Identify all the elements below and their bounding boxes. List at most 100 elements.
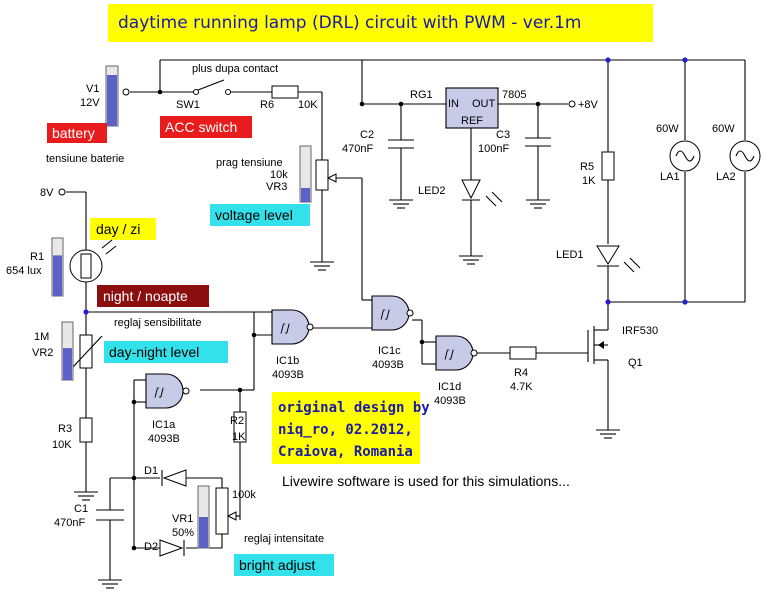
r6-resistor bbox=[271, 85, 299, 99]
ic1b-part: 4093B bbox=[272, 369, 304, 381]
svg-text:⌈⌋: ⌈⌋ bbox=[380, 309, 390, 321]
ic1d-part: 4093B bbox=[434, 395, 466, 407]
d2-label: D2 bbox=[144, 541, 158, 553]
ic1c-gate: ⌈⌋ bbox=[371, 295, 414, 331]
ic1a-label: IC1a bbox=[152, 419, 176, 431]
q1-mosfet-icon bbox=[587, 326, 608, 364]
rg1-label: RG1 bbox=[410, 89, 433, 101]
ic1b-label: IC1b bbox=[276, 355, 299, 367]
vr1-potentiometer bbox=[215, 487, 229, 535]
day-night-tag: day-night level bbox=[109, 344, 199, 360]
svg-text:⌈⌋: ⌈⌋ bbox=[444, 349, 454, 361]
r5-value: 1K bbox=[582, 175, 596, 187]
r6-label: R6 bbox=[260, 99, 274, 111]
ic1c-part: 4093B bbox=[372, 359, 404, 371]
c2-value: 470nF bbox=[342, 143, 373, 155]
plus-contact-label: plus dupa contact bbox=[192, 63, 278, 75]
ground-icon bbox=[98, 579, 122, 589]
vr1-slider-fill bbox=[199, 517, 208, 548]
svg-text:⌈⌋: ⌈⌋ bbox=[154, 387, 164, 399]
ground-icon bbox=[526, 199, 550, 209]
sw1-label: SW1 bbox=[176, 99, 200, 111]
ic1d-gate: ⌈⌋ bbox=[435, 335, 478, 371]
bright-adjust-tag-bg bbox=[234, 554, 334, 576]
ground-icon bbox=[459, 255, 483, 265]
r1-slider-fill bbox=[53, 255, 62, 296]
led1-label: LED1 bbox=[556, 249, 584, 261]
q1-part: IRF530 bbox=[622, 325, 658, 337]
la1-lamp-icon bbox=[669, 140, 701, 172]
battery-subtitle: tensiune baterie bbox=[46, 153, 124, 165]
r3-resistor bbox=[79, 417, 93, 443]
c1-label: C1 bbox=[74, 503, 88, 515]
acc-tag-bg bbox=[160, 116, 252, 138]
vr3-value: 10k bbox=[270, 169, 288, 181]
reg-in-label: IN bbox=[448, 98, 459, 110]
vr3-wiper-icon bbox=[326, 173, 337, 183]
r1-label: R1 bbox=[30, 251, 44, 263]
vr3-label: VR3 bbox=[266, 181, 287, 193]
day-tag: day / zi bbox=[96, 221, 140, 237]
ground-icon bbox=[389, 199, 413, 209]
ic1c-label: IC1c bbox=[378, 345, 401, 357]
vr2-potentiometer bbox=[79, 334, 93, 369]
sw1-switch[interactable] bbox=[193, 79, 231, 95]
r1-ldr-icon bbox=[69, 239, 117, 283]
bright-adjust-tag: bright adjust bbox=[239, 557, 315, 573]
led1-icon bbox=[596, 245, 641, 273]
voltage-level-tag-bg bbox=[210, 204, 310, 226]
credits-line3: Craiova, Romania bbox=[278, 444, 413, 460]
r4-resistor bbox=[509, 346, 537, 360]
v1-label: V1 bbox=[86, 83, 99, 95]
r2-label: R2 bbox=[230, 415, 244, 427]
c3-label: C3 bbox=[496, 129, 510, 141]
vr2-value: 1M bbox=[34, 331, 49, 343]
night-tag: night / noapte bbox=[103, 288, 188, 304]
ic1b-gate: ⌈⌋ bbox=[271, 309, 314, 345]
software-note: Livewire software is used for this simul… bbox=[282, 473, 570, 489]
v1-slider-fill bbox=[107, 75, 117, 126]
led2-icon bbox=[461, 179, 503, 207]
vr1-value: 100k bbox=[232, 489, 256, 501]
r5-label: R5 bbox=[580, 161, 594, 173]
day-night-tag-bg bbox=[104, 341, 228, 363]
r4-value: 4.7K bbox=[510, 381, 533, 393]
vr2-arrow-icon bbox=[71, 335, 103, 369]
battery-tag: battery bbox=[52, 125, 95, 141]
q1-label: Q1 bbox=[628, 357, 643, 369]
diagram-title: daytime running lamp (DRL) circuit with … bbox=[118, 13, 582, 33]
intensity-caption: reglaj intensitate bbox=[244, 533, 324, 545]
ground-icon bbox=[596, 429, 620, 439]
vr1-wiper-icon bbox=[226, 511, 237, 521]
credits-line1: original design by bbox=[278, 400, 430, 416]
vr2-label: VR2 bbox=[32, 347, 53, 359]
c1-value: 470nF bbox=[54, 517, 85, 529]
battery-tag-bg bbox=[47, 123, 107, 143]
la1-label: LA1 bbox=[660, 171, 680, 183]
la2-power: 60W bbox=[712, 123, 735, 135]
c2-label: C2 bbox=[360, 129, 374, 141]
vr3-potentiometer bbox=[315, 159, 329, 191]
junctions bbox=[83, 57, 688, 551]
r3-value: 10K bbox=[52, 439, 72, 451]
battery-terminal bbox=[122, 88, 130, 96]
ic1d-label: IC1d bbox=[438, 381, 461, 393]
vr1-label: VR1 bbox=[172, 513, 193, 525]
reg-ref-label: REF bbox=[461, 115, 483, 127]
vr1-percent: 50% bbox=[172, 527, 194, 539]
vout-label: +8V bbox=[578, 99, 599, 111]
r2-resistor bbox=[233, 411, 247, 443]
reg-out-label: OUT bbox=[472, 98, 496, 110]
r2-value: 1K bbox=[232, 431, 246, 443]
r3-label: R3 bbox=[58, 423, 72, 435]
reg-part-label: 7805 bbox=[502, 89, 526, 101]
d1-label: D1 bbox=[144, 465, 158, 477]
r4-label: R4 bbox=[514, 367, 528, 379]
day-tag-bg bbox=[90, 218, 156, 240]
d2-diode-icon bbox=[159, 539, 185, 557]
c3-value: 100nF bbox=[478, 143, 509, 155]
8v-terminal bbox=[58, 188, 66, 196]
ic1a-gate: ⌈⌋ bbox=[145, 373, 190, 409]
ground-icon bbox=[310, 261, 334, 271]
